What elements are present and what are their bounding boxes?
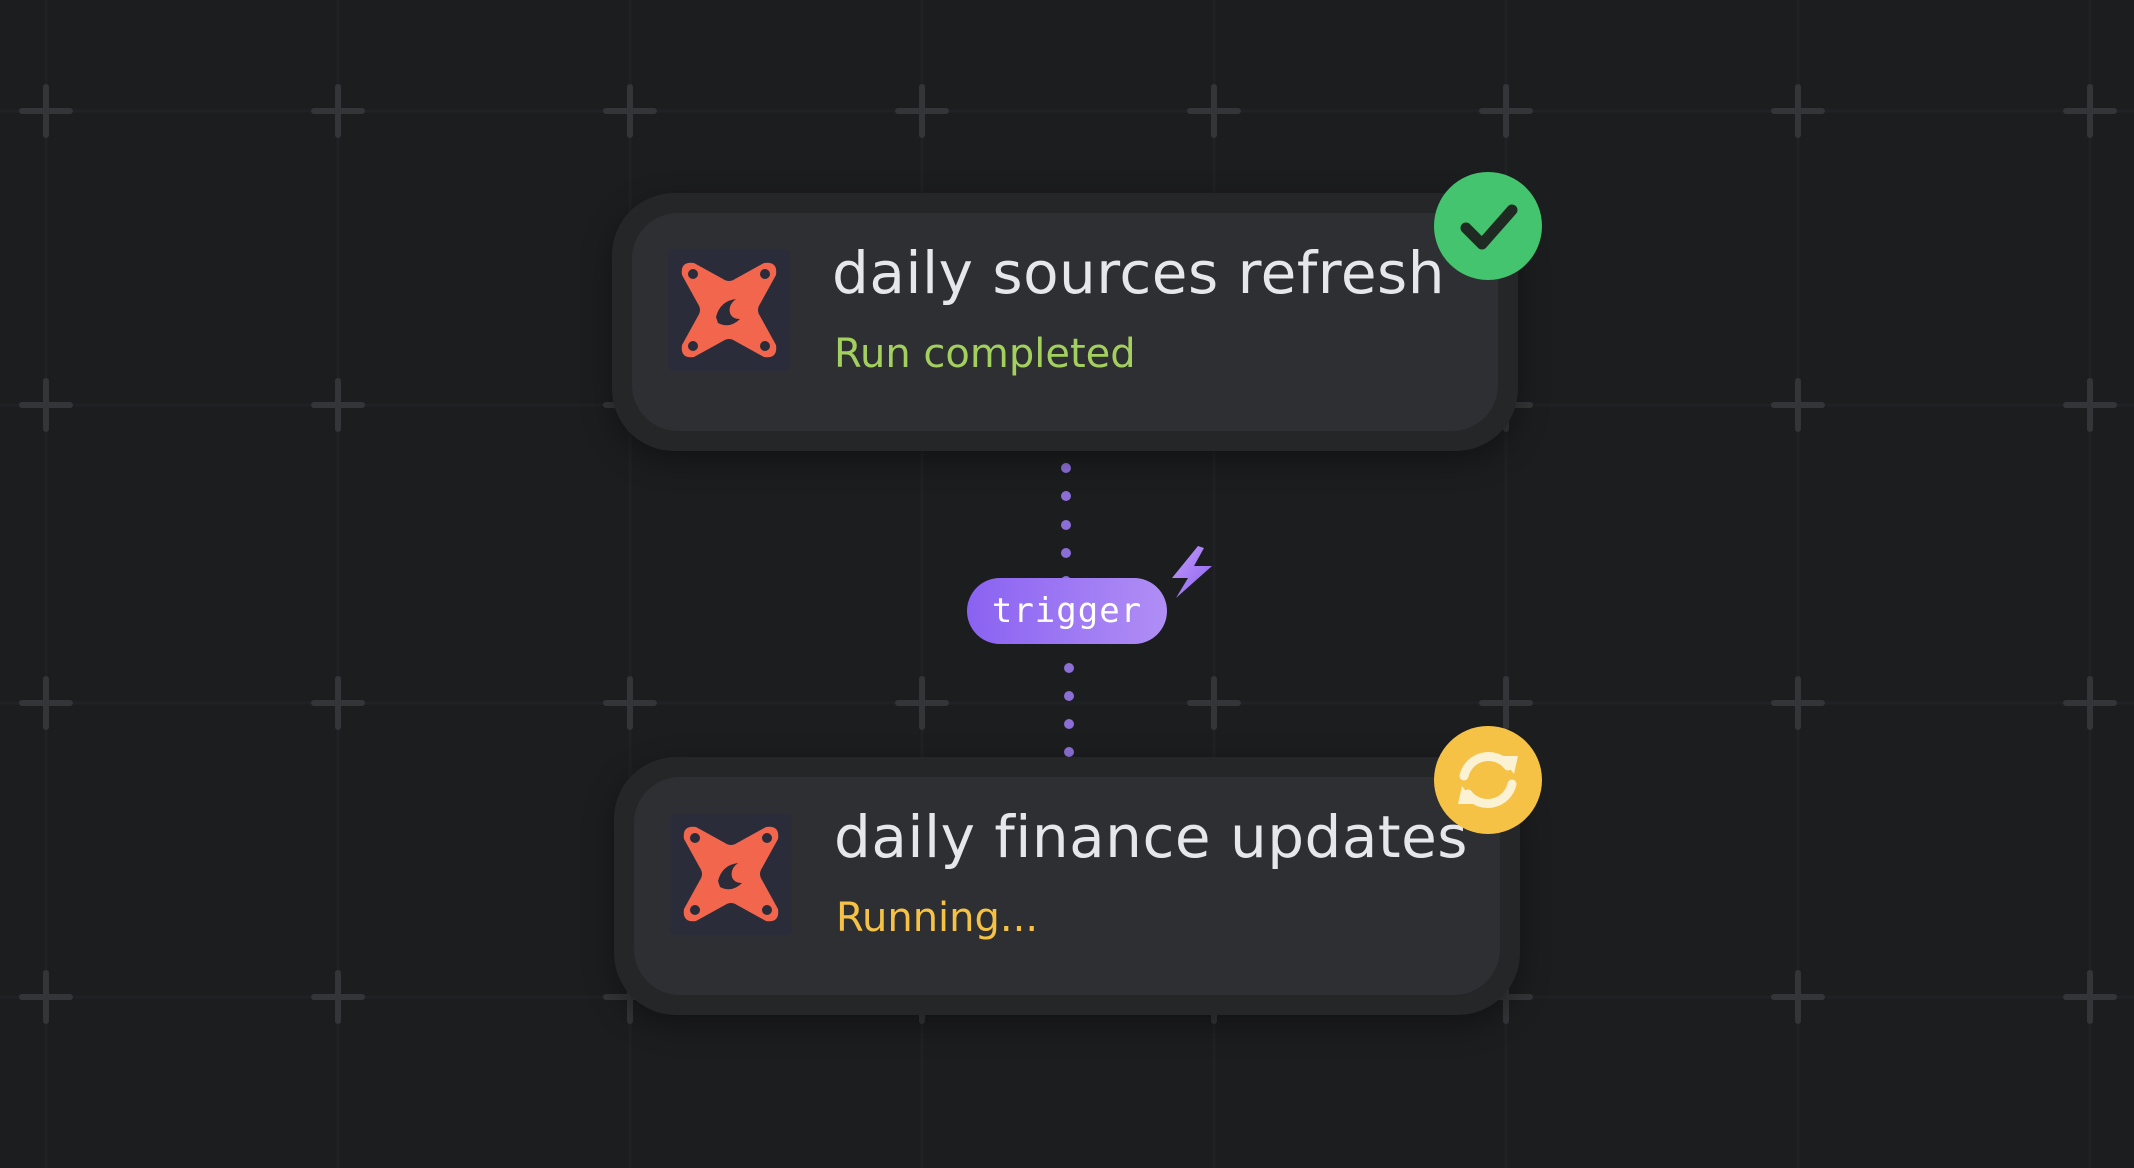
checkmark-icon [1460, 204, 1518, 250]
grid-plus-mark [311, 970, 365, 1024]
grid-plus-mark [1187, 676, 1241, 730]
grid-plus-mark [1771, 378, 1825, 432]
trigger-pill[interactable]: trigger [967, 578, 1167, 644]
grid-plus-mark [2063, 84, 2117, 138]
job-title: daily sources refresh [832, 239, 1446, 307]
dbt-logo-icon [668, 249, 790, 371]
connector-dot [1064, 691, 1074, 701]
success-badge [1434, 172, 1542, 280]
lightning-bolt-icon [1172, 546, 1212, 598]
connector-dot [1064, 747, 1074, 757]
grid-plus-mark [311, 84, 365, 138]
job-status-text: Running... [836, 895, 1039, 941]
grid-plus-mark [19, 84, 73, 138]
connector-dot [1061, 520, 1071, 530]
grid-plus-mark [2063, 378, 2117, 432]
grid-plus-mark [311, 378, 365, 432]
grid-plus-mark [2063, 970, 2117, 1024]
running-badge [1434, 726, 1542, 834]
connector-dot [1064, 719, 1074, 729]
job-card-daily-finance-updates[interactable]: daily finance updates Running... [614, 757, 1520, 1015]
job-status-text: Run completed [834, 331, 1136, 377]
grid-plus-mark [1479, 84, 1533, 138]
job-title: daily finance updates [834, 803, 1469, 871]
grid-plus-mark [1771, 84, 1825, 138]
grid-plus-mark [19, 676, 73, 730]
grid-plus-mark [19, 970, 73, 1024]
dbt-logo-icon [670, 813, 792, 935]
connector-dot [1061, 548, 1071, 558]
connector-dot [1061, 463, 1071, 473]
grid-plus-mark [895, 676, 949, 730]
grid-plus-mark [1479, 676, 1533, 730]
grid-plus-mark [603, 676, 657, 730]
connector-dot [1061, 491, 1071, 501]
job-card-daily-sources-refresh[interactable]: daily sources refresh Run completed [612, 193, 1518, 451]
trigger-label: trigger [991, 591, 1143, 631]
grid-plus-mark [1771, 676, 1825, 730]
connector-dot [1064, 663, 1074, 673]
sync-icon [1458, 752, 1518, 808]
grid-plus-mark [1187, 84, 1241, 138]
grid-plus-mark [19, 378, 73, 432]
grid-plus-mark [895, 84, 949, 138]
grid-plus-mark [603, 84, 657, 138]
grid-plus-mark [1771, 970, 1825, 1024]
grid-plus-mark [311, 676, 365, 730]
grid-plus-mark [2063, 676, 2117, 730]
